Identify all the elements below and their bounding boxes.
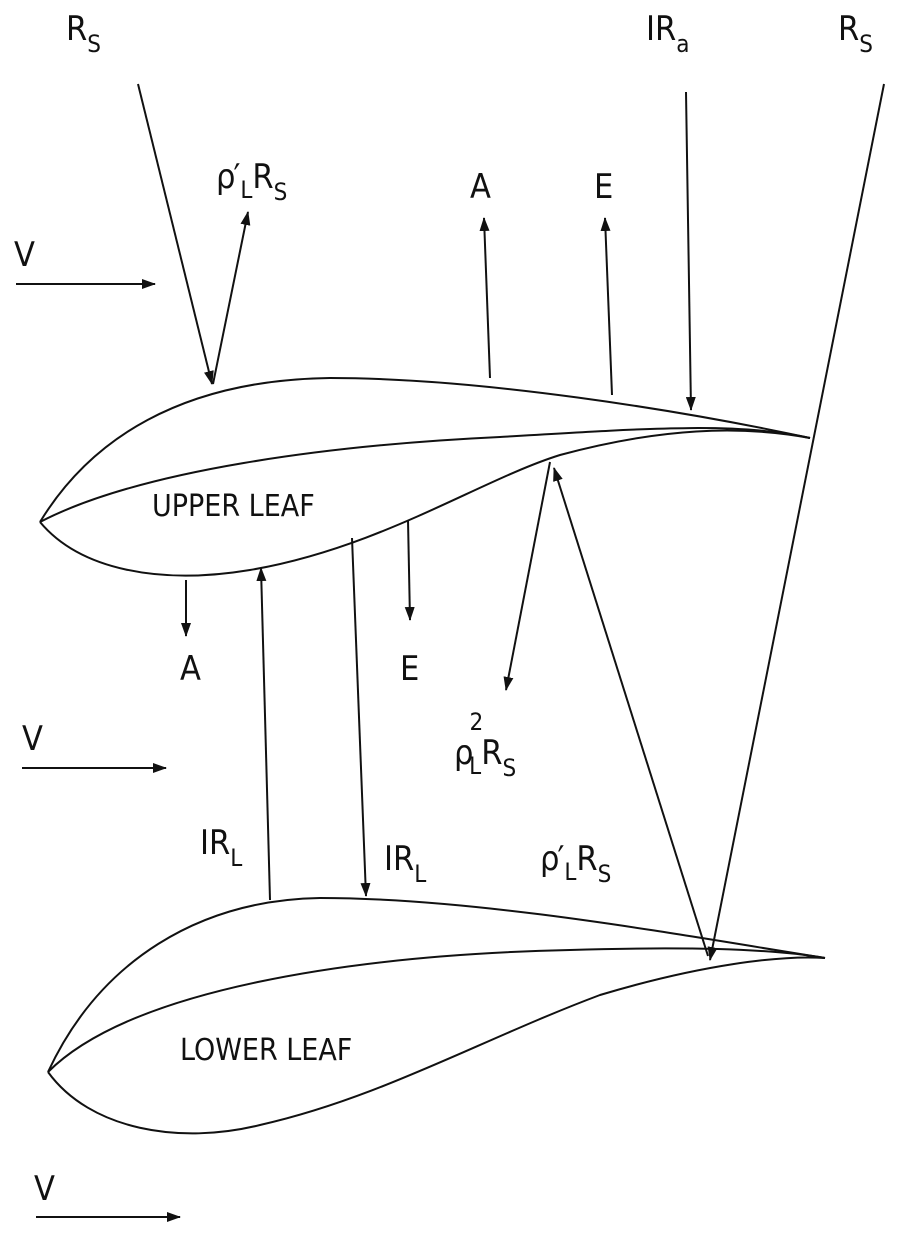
atmospheric-ir-arrow <box>685 91 696 411</box>
irl-label-right: IRL <box>384 839 426 888</box>
lower-e-arrow <box>404 519 415 621</box>
upper-leaf-midrib <box>39 427 811 523</box>
rs-label-right: RS <box>838 9 873 58</box>
a-label-top: A <box>470 167 491 207</box>
v-label-bottom: V <box>34 1169 55 1209</box>
lower-reflected-arrow <box>553 467 709 957</box>
leaf-ir-down-arrow <box>351 537 371 897</box>
v-label-middle: V <box>22 719 43 759</box>
lower-leaf-label: LOWER LEAF <box>180 1033 352 1068</box>
ira-label: IRa <box>646 9 690 58</box>
e-label-top: E <box>594 167 613 207</box>
twice-reflected-arrow <box>503 461 551 691</box>
rs-label-left: RS <box>66 9 101 58</box>
leaf-ir-up-arrow <box>256 567 271 901</box>
irl-label-left: IRL <box>200 823 242 872</box>
rho-rs-label-lower: ρ′LRS <box>540 839 611 888</box>
upper-e-arrow <box>600 217 613 396</box>
reflected-radiation-arrow <box>212 211 251 385</box>
lower-leaf-bottom-outline <box>47 956 826 1135</box>
upper-leaf-label: UPPER LEAF <box>152 489 315 524</box>
solar-radiation-arrow-right <box>707 83 885 961</box>
a-label-lower: A <box>180 649 201 689</box>
lower-leaf-midrib <box>47 947 826 1073</box>
lower-leaf-top-outline <box>47 896 826 1073</box>
e-label-lower: E <box>400 649 419 689</box>
v-label-top: V <box>14 235 35 275</box>
rho-rs-label-top: ρ′LRS <box>216 157 287 206</box>
solar-radiation-arrow-left <box>137 83 214 385</box>
lower-leaf: LOWER LEAF <box>47 896 826 1135</box>
upper-leaf: UPPER LEAF <box>39 376 811 577</box>
upper-leaf-bottom-outline <box>39 429 811 577</box>
upper-leaf-top-outline <box>39 376 811 523</box>
upper-a-arrow <box>479 217 491 379</box>
